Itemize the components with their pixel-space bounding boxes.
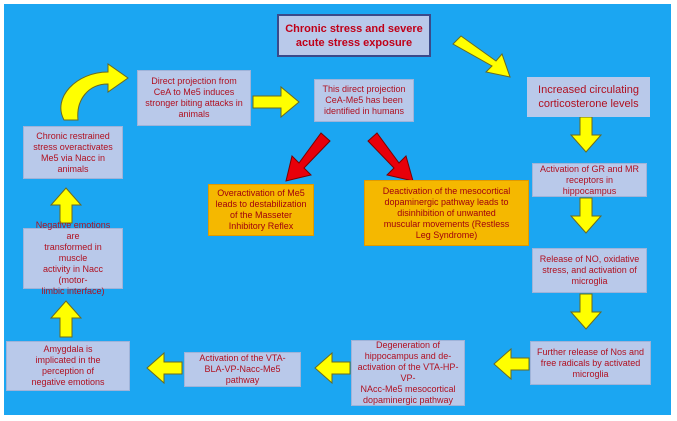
node-deactivation-mesocortical: Deactivation of the mesocortical dopamin… [364,180,529,246]
node-no-oxidative-stress: Release of NO, oxidative stress, and act… [532,248,647,293]
node-vta-bla-pathway: Activation of the VTA- BLA-VP-Nacc-Me5 p… [184,352,301,387]
arrow-free-radicals-to-degeneration [493,347,530,381]
arrow-chronic-restrained-to-direct-projection [60,63,129,121]
node-direct-projection: Direct projection from CeA to Me5 induce… [137,70,251,126]
arrow-negative-emotions-to-chronic-restrained [49,187,83,224]
node-gr-mr-activation: Activation of GR and MR receptors in hip… [532,163,647,197]
node-free-radicals: Further release of Nos and free radicals… [530,341,651,385]
arrow-amygdala-to-negative-emotions [49,300,83,338]
node-humans-projection: This direct projection CeA-Me5 has been … [314,79,414,122]
node-corticosterone: Increased circulating corticosterone lev… [527,77,650,117]
arrow-gr-mr-to-no [569,197,603,234]
arrow-direct-projection-to-humans [252,85,300,119]
node-amygdala: Amygdala is implicated in the perception… [6,341,130,391]
arrow-humans-to-overactivation [285,132,331,182]
arrow-humans-to-deactivation [367,132,414,182]
arrow-no-to-free-radicals [569,293,603,330]
node-overactivation-me5: Overactivation of Me5 leads to destabili… [208,184,314,236]
arrow-title-to-corticosterone [452,35,511,78]
node-negative-emotions: Negative emotions are transformed in mus… [23,220,123,296]
arrow-corticosterone-to-gr-mr [569,116,603,153]
title-box: Chronic stress and severe acute stress e… [277,14,431,57]
node-degeneration: Degeneration of hippocampus and de- acti… [351,340,465,406]
arrow-degeneration-to-vta-bla [314,351,351,385]
arrow-vta-bla-to-amygdala [146,351,183,385]
node-chronic-restrained-stress: Chronic restrained stress overactivates … [23,126,123,179]
